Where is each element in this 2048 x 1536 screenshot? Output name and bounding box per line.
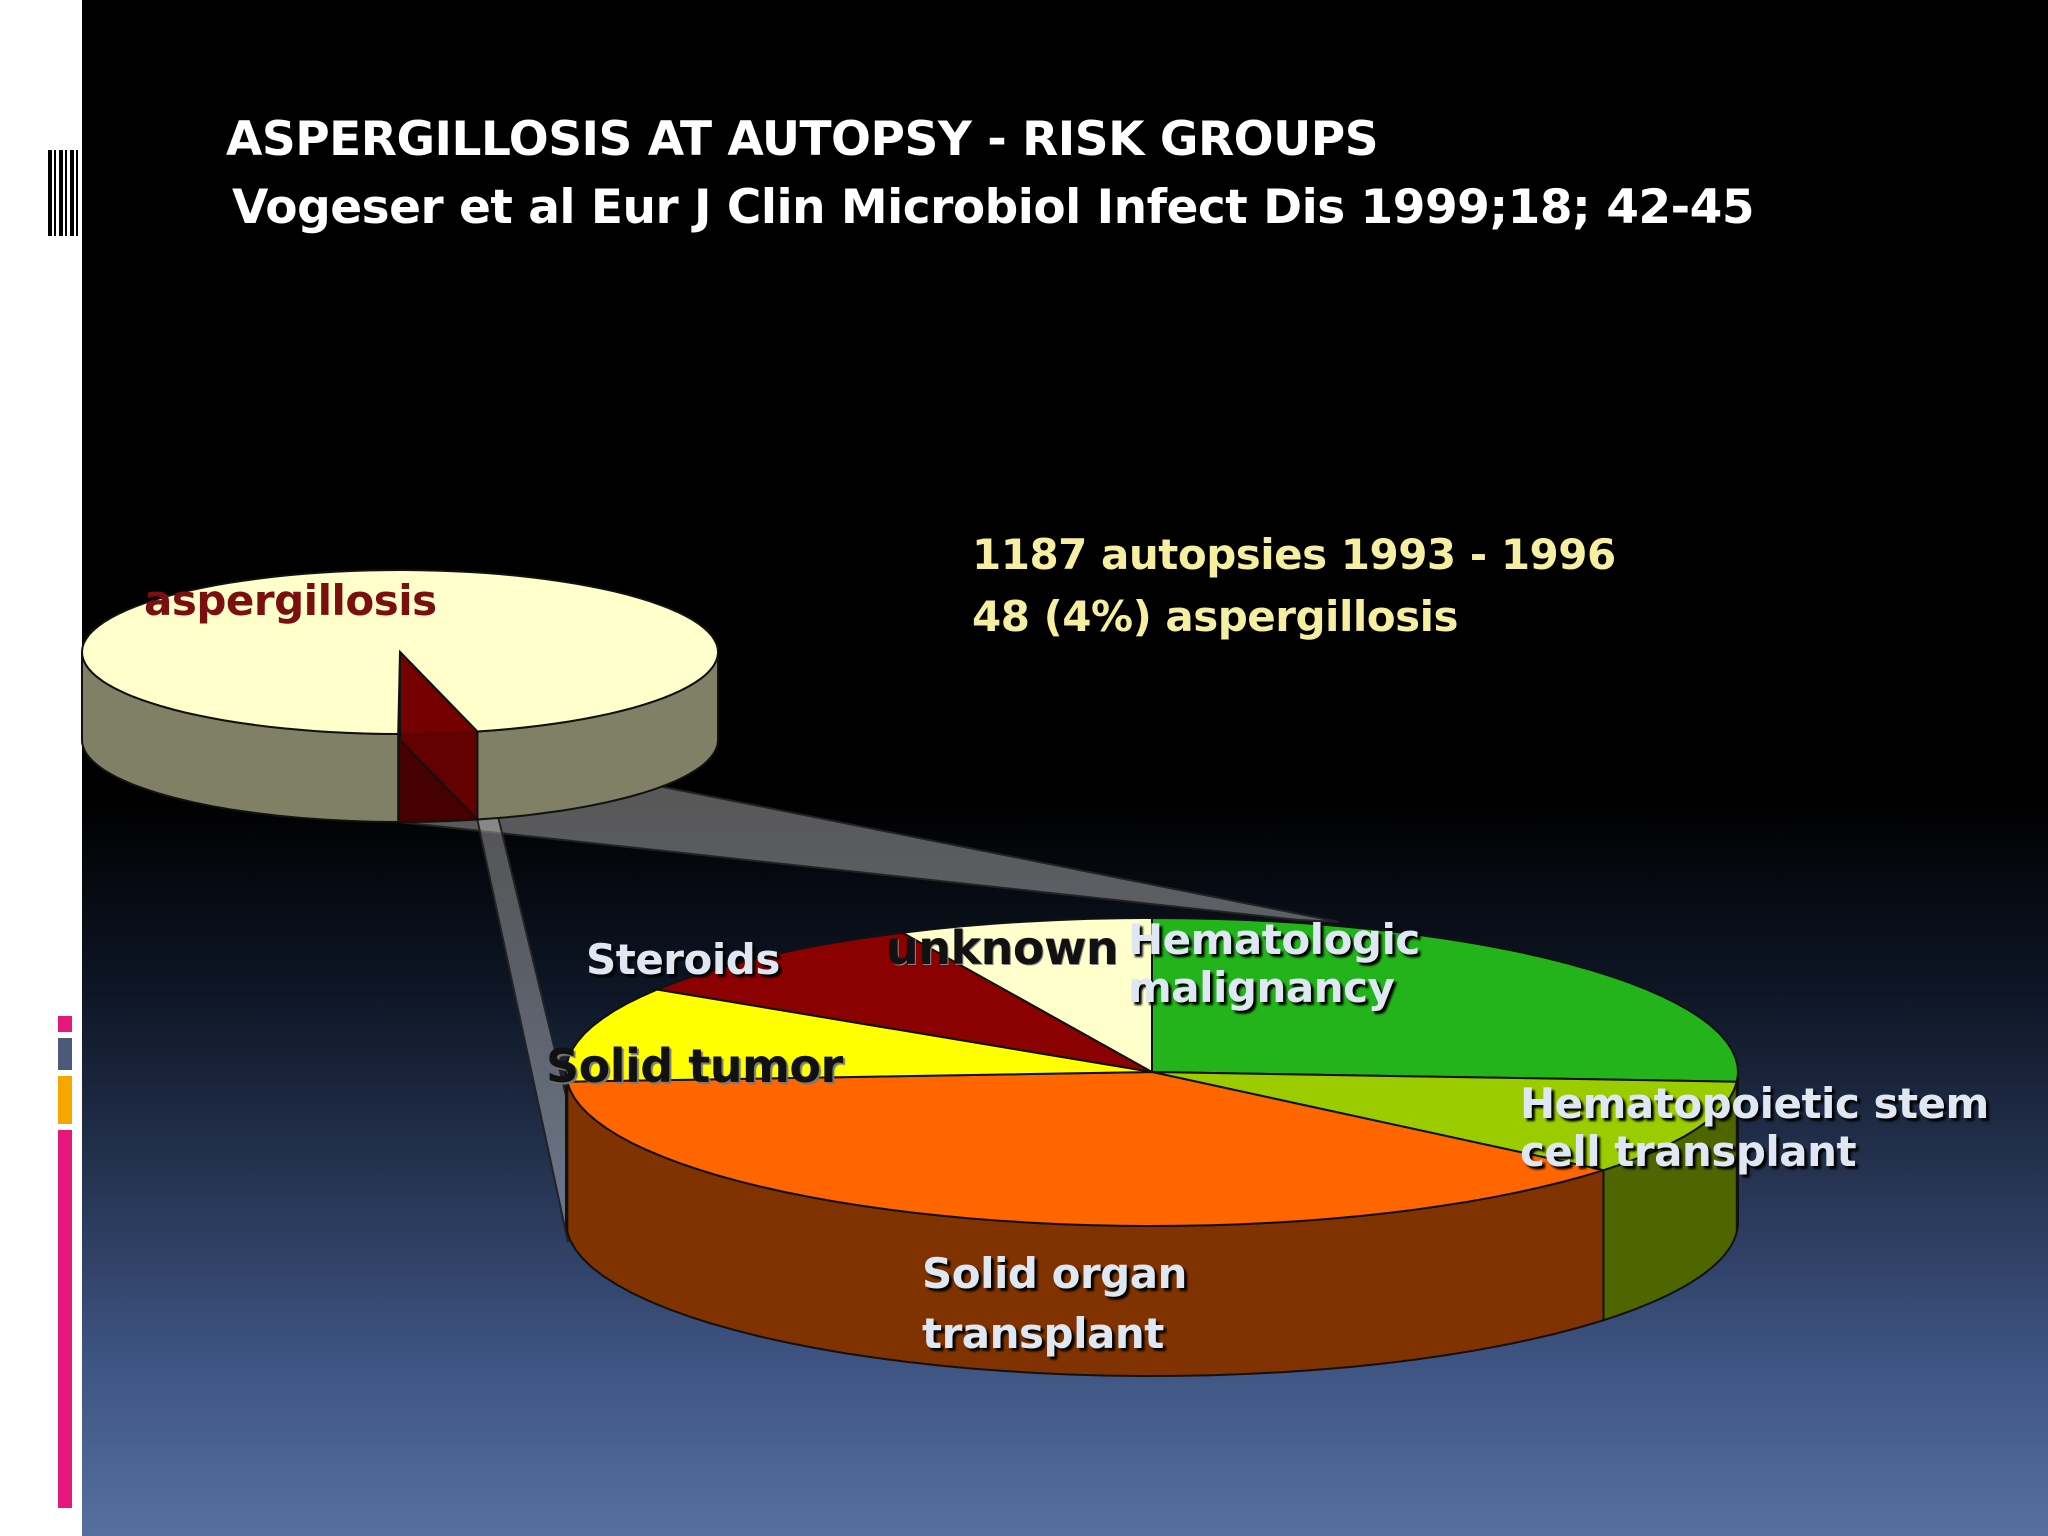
stats-autopsies: 1187 autopsies 1993 - 1996: [972, 530, 1616, 579]
accent-bar-orange: [58, 1076, 72, 1124]
slice-label-steroids: Steroids: [586, 936, 780, 984]
barcode-decoration: [48, 150, 80, 236]
slice-label-line: malignancy: [1128, 963, 1395, 1012]
slice-label-line: transplant: [922, 1309, 1164, 1358]
big-slice-unknown: [901, 917, 1153, 1073]
big-slice-solid-organ-transplant: [566, 1071, 1605, 1227]
big-slice-hematopoietic-stem-cell-transplant: [1151, 1071, 1738, 1172]
slice-label-line: Solid tumor: [546, 1039, 843, 1093]
slice-label-line: Hematologic: [1128, 915, 1420, 964]
slice-label-line: unknown: [886, 921, 1119, 975]
slice-label-solid-organ-transplant: Solid organ transplant: [922, 1244, 1187, 1364]
small-slice-aspergillosis-cut-face: [399, 649, 479, 823]
big-slice-steroids: [656, 931, 1153, 1073]
small-pie-label-aspergillosis: aspergillosis: [144, 576, 437, 625]
big-side-solid-tumor: [565, 1072, 569, 1233]
big-slice-hematologic-malignancy: [1151, 917, 1739, 1083]
big-slice-solid-tumor: [565, 988, 1153, 1083]
slice-label-line: Solid organ: [922, 1249, 1187, 1298]
slice-label-hematologic-malignancy: Hematologic malignancy: [1128, 916, 1420, 1012]
accent-bar-pink: [58, 1130, 72, 1508]
stats-aspergillosis: 48 (4%) aspergillosis: [972, 592, 1459, 641]
slide-title: ASPERGILLOSIS AT AUTOPSY - RISK GROUPS: [226, 112, 1379, 167]
slice-label-line: Hematopoietic stem: [1520, 1079, 1989, 1128]
accent-bar-pink-top: [58, 1016, 72, 1032]
accent-bar-gray: [58, 1038, 72, 1070]
slice-label-hematopoietic-stem-cell-transplant: Hematopoietic stem cell transplant: [1520, 1080, 1989, 1176]
slice-label-line: Steroids: [586, 935, 780, 984]
slice-label-unknown: unknown: [886, 921, 1119, 975]
slice-label-solid-tumor: Solid tumor: [546, 1042, 843, 1090]
slice-label-line: cell transplant: [1520, 1127, 1857, 1176]
citation-subtitle: Vogeser et al Eur J Clin Microbiol Infec…: [232, 180, 1755, 235]
big-pie: [565, 917, 1739, 1378]
